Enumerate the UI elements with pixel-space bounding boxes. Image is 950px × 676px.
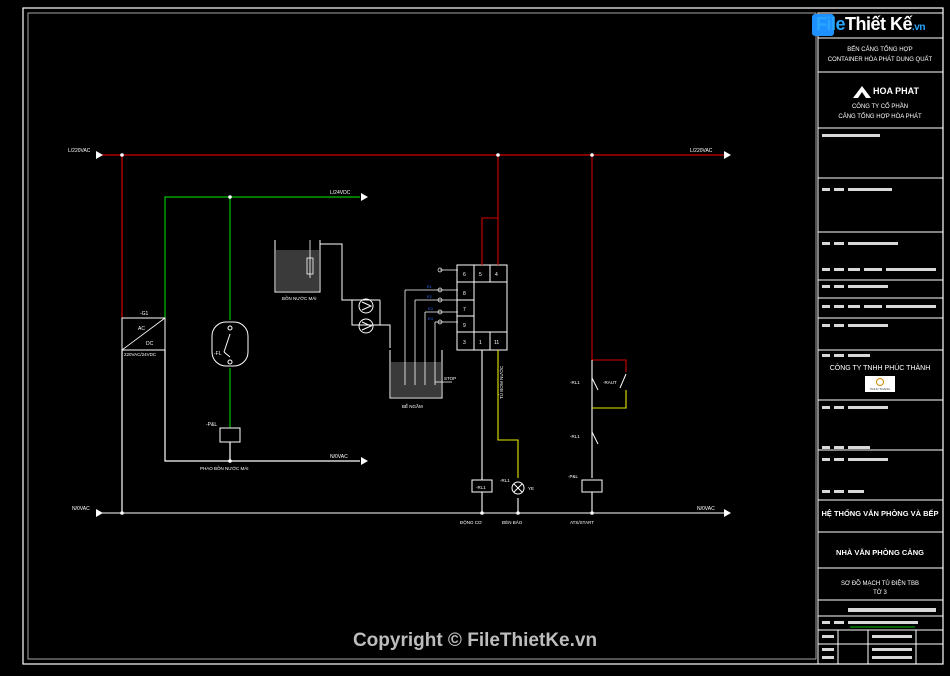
roof-tank-label: BỒN NƯỚC MÁI — [282, 295, 316, 301]
float-caption: PHAO BỒN NƯỚC MÁI — [200, 465, 248, 471]
contractor-logo-text: PHUC THANH — [870, 387, 890, 391]
relay-coil-p — [219, 427, 241, 443]
aux-relay-tag: -RL1 — [570, 380, 580, 385]
bottom-label-lamp: ĐÈN BÁO — [502, 519, 523, 525]
power-supply-unit: AC DC — [121, 317, 166, 351]
svg-text:5: 5 — [479, 272, 482, 278]
aux-contact-2-tag: -RL1 — [570, 434, 580, 439]
indicator-lamp — [511, 481, 525, 495]
svg-text:11: 11 — [494, 340, 499, 346]
label-right-bus-bottom: N/0VAC — [697, 506, 715, 512]
logo-tld: .vn — [912, 22, 925, 33]
aux-contact-tag: -RAUT — [603, 380, 617, 385]
dc-bus-label: L/24VDC — [330, 190, 351, 196]
aux-branch — [591, 155, 627, 513]
svg-text:9: 9 — [463, 323, 466, 329]
drawing-title-1: SƠ ĐỒ MẠCH TỦ ĐIỆN TBB — [841, 579, 919, 587]
svg-text:3: 3 — [463, 340, 466, 346]
system-name: HỆ THỐNG VĂN PHÒNG VÀ BẾP — [821, 508, 938, 518]
svg-text:E2: E2 — [427, 294, 433, 299]
label-left-bus-bottom: N/0VAC — [72, 506, 90, 512]
bus-arrows — [96, 151, 731, 517]
logo-wordmark: FileThiết Kế.vn — [816, 14, 925, 35]
stop-label: STOP — [444, 376, 456, 381]
svg-text:6: 6 — [463, 272, 466, 278]
roof-tank — [274, 240, 321, 293]
aux-contacts — [591, 373, 627, 445]
sensor-terminals — [437, 267, 443, 325]
drawing-title-2: TỜ 3 — [873, 589, 887, 596]
filethietke-logo: FileThiết Kế.vn — [812, 10, 925, 40]
pump-contactor — [471, 479, 493, 493]
svg-text:E4: E4 — [428, 316, 434, 321]
underground-tank-label: BỂ NGẦM — [402, 403, 423, 409]
building-name: NHÀ VĂN PHÒNG CẢNG — [836, 548, 924, 557]
contractor-name: CÔNG TY TNHH PHÚC THÀNH — [830, 363, 931, 372]
psu-branch — [121, 155, 360, 513]
float-switch-tag: -FL — [214, 351, 222, 357]
title-block-frame — [817, 12, 944, 665]
controller-wires — [481, 155, 519, 513]
svg-text:7: 7 — [463, 307, 466, 313]
project-line-1: BẾN CẢNG TỔNG HỢP — [847, 46, 912, 53]
pump-2 — [358, 318, 374, 334]
psu-rating: 220VAC/24VDC — [124, 352, 157, 357]
svg-text:1: 1 — [479, 340, 482, 346]
bottom-label-ats: ATS/START — [570, 520, 594, 525]
title-block-placeholders — [822, 134, 936, 659]
float-switch — [211, 321, 249, 367]
logo-badge — [812, 14, 834, 36]
lamp-color: YE — [528, 486, 534, 491]
lamp-tag: -RL1 — [500, 478, 510, 483]
label-left-bus-top: L/220VAC — [68, 148, 91, 154]
dc-return-label: N/0VAC — [330, 454, 348, 460]
company-line-2: CẢNG TỔNG HỢP HÒA PHÁT — [838, 113, 922, 120]
hoa-phat-logo — [853, 86, 871, 98]
svg-text:DC: DC — [146, 341, 154, 347]
hoa-phat-brand: HOA PHAT — [873, 86, 920, 96]
inner-frame — [27, 12, 817, 660]
svg-text:8: 8 — [463, 291, 466, 297]
outer-frame — [22, 7, 944, 665]
bottom-label-motor: ĐỘNG CƠ — [460, 519, 482, 525]
contractor-logo — [865, 376, 895, 392]
company-line-1: CÔNG TY CỔ PHẦN — [852, 103, 908, 110]
svg-text:AC: AC — [138, 326, 145, 332]
svg-text:4: 4 — [495, 272, 498, 278]
sensor-tags: E1 E2 E3 E4 — [427, 284, 434, 321]
svg-text:E1: E1 — [427, 284, 433, 289]
project-line-2: CONTAINER HÒA PHÁT DUNG QUẤT — [828, 56, 933, 63]
relay-coil-p-tag: -P&L — [206, 422, 217, 428]
junction-dots — [120, 153, 594, 515]
underground-tank — [389, 290, 452, 399]
pump-contactor-tag: -RL1 — [476, 485, 486, 490]
logo-main: File — [816, 14, 846, 34]
svg-text:E3: E3 — [428, 306, 434, 311]
pump-1 — [358, 298, 374, 314]
logo-accent: Thiết Kế — [845, 14, 913, 34]
aux-relay-coil — [581, 479, 603, 493]
pump-piping — [320, 243, 391, 348]
psu-tag: -G1 — [140, 311, 149, 317]
label-right-bus-top: L/220VAC — [690, 148, 713, 154]
copyright-watermark: Copyright © FileThietKe.vn — [352, 630, 598, 651]
level-sensor-wires — [405, 269, 458, 323]
aux-coil-tag: -P&L — [568, 474, 579, 479]
controller-label: TỦ BƠM NƯỚC — [498, 365, 504, 399]
